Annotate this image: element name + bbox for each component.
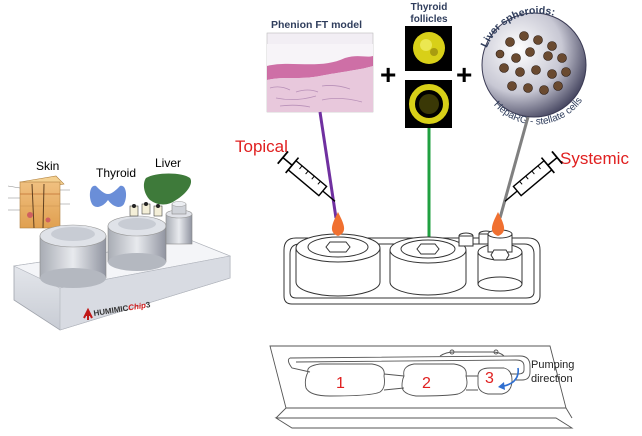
thyroid-follicle-image-1 (405, 26, 452, 71)
thyroid-title-line1: Thyroid (411, 2, 448, 13)
thyroid-title-line2: follicles (410, 14, 448, 25)
left-panel: Skin Thyroid Liver (7, 156, 232, 331)
topical-label: Topical (235, 137, 288, 156)
systemic-label: Systemic (560, 149, 629, 168)
pumping-label-line1: Pumping (531, 359, 574, 371)
plus-sign-2: + (456, 59, 472, 90)
compartment-label-3: 3 (485, 370, 494, 387)
skin-model-title: Phenion FT model (271, 19, 362, 31)
skin-tissue-icon (7, 175, 70, 229)
plus-sign-1: + (380, 59, 396, 90)
thyroid-organ-label: Thyroid (96, 166, 136, 180)
topical-drop-icon (331, 212, 345, 236)
compartment-label-2: 2 (422, 375, 431, 392)
thyroid-follicle-image-2 (405, 80, 452, 128)
thyroid-icon (89, 185, 127, 207)
liver-organ-label: Liver (155, 156, 181, 170)
liver-spheroid-image (481, 12, 587, 118)
humimic-logo (83, 307, 93, 320)
skin-connector-line (318, 111, 338, 219)
pumping-label-line2: direction (531, 373, 573, 385)
liver-icon (143, 173, 192, 205)
skin-histology-image (266, 32, 374, 113)
liver-connector-line (498, 116, 530, 219)
humimic-chip-device: HUMIMICChip3 (12, 201, 232, 331)
chip-line-drawing (283, 229, 541, 305)
flow-channel-diagram (269, 345, 574, 429)
topical-syringe-icon (277, 150, 336, 202)
systemic-syringe-icon (504, 150, 563, 202)
compartment-label-1: 1 (336, 375, 345, 392)
systemic-drop-icon (491, 212, 505, 236)
skin-organ-label: Skin (36, 159, 59, 173)
pumping-direction-arrow-icon (498, 367, 520, 390)
